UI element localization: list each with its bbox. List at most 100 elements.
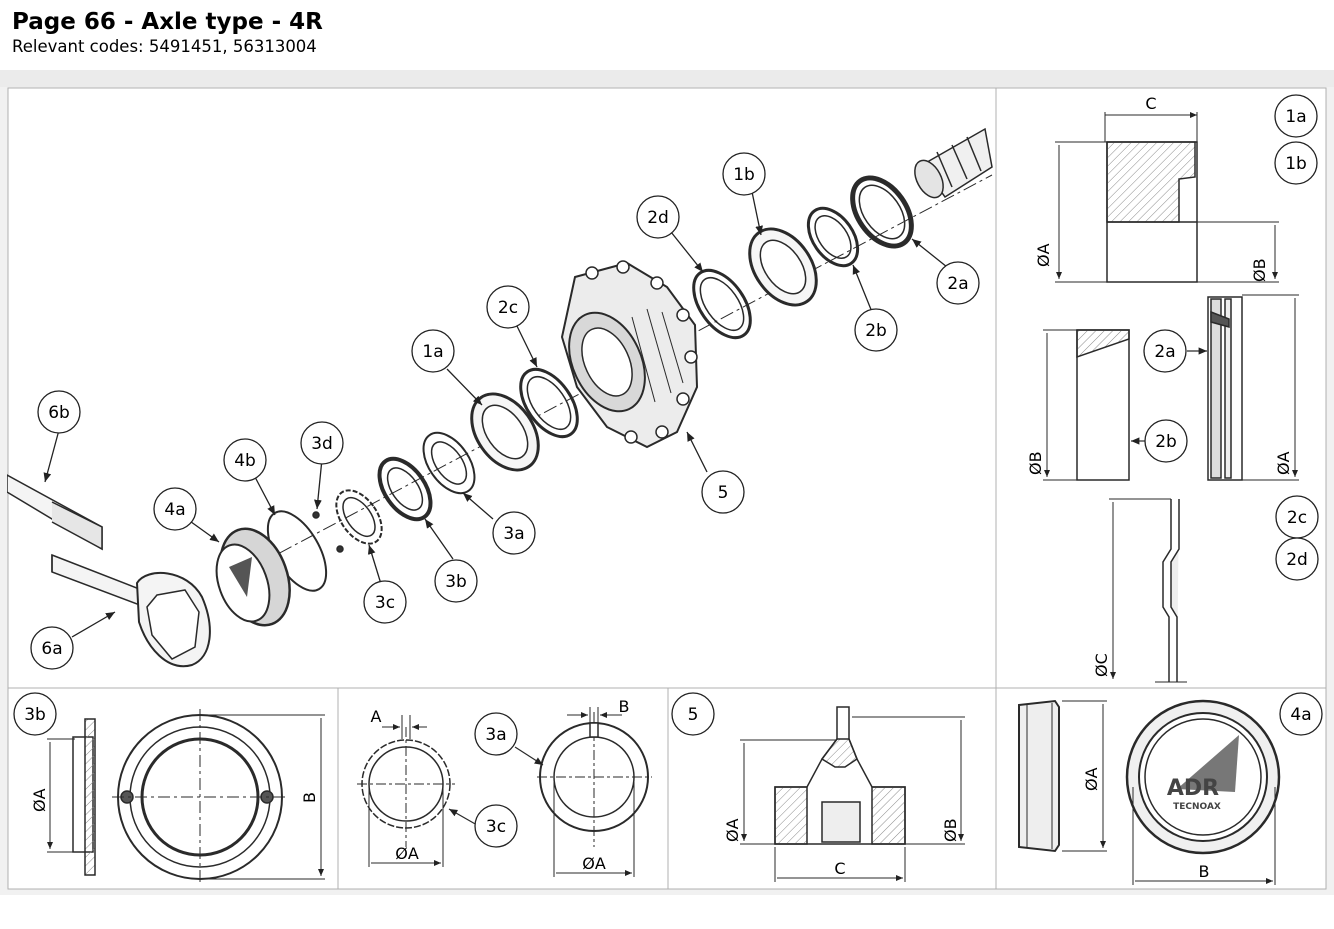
detail-nut-3b xyxy=(47,709,325,885)
detail-ring-2c-2d xyxy=(1109,498,1187,683)
svg-text:2d: 2d xyxy=(647,208,669,228)
assembly-axis xyxy=(256,174,993,566)
callout-4a: 4a xyxy=(153,487,197,531)
callout-2d: 2d xyxy=(636,195,680,239)
svg-text:3d: 3d xyxy=(311,434,333,454)
callouts: 1b 2d 2a 2b 2c 1a 5 3a 3b 3c 3d 4b 4a 6b… xyxy=(30,152,980,670)
callout-3b-detail: 3b xyxy=(13,692,57,736)
part-1a-bearing xyxy=(470,392,540,472)
dim-oa-3a: ØA xyxy=(582,854,606,873)
svg-text:2c: 2c xyxy=(498,298,518,318)
svg-text:2a: 2a xyxy=(1154,342,1175,362)
svg-text:1a: 1a xyxy=(1285,107,1306,127)
part-3d-screw xyxy=(312,511,320,519)
callout-3a: 3a xyxy=(492,511,536,555)
separator-band xyxy=(0,70,1334,87)
callout-2a-detail: 2a xyxy=(1143,329,1187,373)
dim-c-5: C xyxy=(834,859,845,878)
callout-6b: 6b xyxy=(37,390,81,434)
svg-text:4a: 4a xyxy=(164,500,185,520)
part-4a-hubcap xyxy=(215,527,291,627)
part-2b-ring xyxy=(806,206,860,268)
svg-text:2d: 2d xyxy=(1286,550,1308,570)
svg-text:5: 5 xyxy=(688,705,699,725)
svg-text:3c: 3c xyxy=(375,593,395,613)
axle-diagram: 1b 2d 2a 2b 2c 1a 5 3a 3b 3c 3d 4b 4a 6b… xyxy=(7,87,1327,890)
callout-3a-detail: 3a xyxy=(474,712,518,756)
dim-ob-ring: ØB xyxy=(1026,451,1045,475)
callout-1a-detail: 1a xyxy=(1274,94,1318,138)
dim-b-3b: B xyxy=(300,792,319,803)
logo-tecnoax: TECNOAX xyxy=(1173,802,1221,812)
svg-text:2b: 2b xyxy=(1155,432,1177,452)
callout-2c-detail: 2c xyxy=(1275,495,1319,539)
detail-ring-2b xyxy=(1043,329,1147,481)
detail-washers-3a-3c xyxy=(357,707,652,877)
callout-2b-detail: 2b xyxy=(1144,419,1188,463)
dim-b-3a: B xyxy=(619,697,630,716)
detail-hubcap-4a xyxy=(1018,699,1281,885)
callout-3c-detail: 3c xyxy=(474,804,518,848)
svg-text:4a: 4a xyxy=(1290,705,1311,725)
dim-c-bearing: C xyxy=(1145,94,1156,113)
svg-text:4b: 4b xyxy=(234,451,256,471)
svg-text:3b: 3b xyxy=(24,705,46,725)
dim-b-4a: B xyxy=(1199,862,1210,881)
page-header: Page 66 - Axle type - 4R Relevant codes:… xyxy=(12,8,323,58)
part-1b-bearing xyxy=(748,227,818,307)
callout-6a: 6a xyxy=(30,626,74,670)
logo-adr: ADR xyxy=(1167,776,1219,801)
dim-ob-bearing: ØB xyxy=(1250,258,1269,282)
leader-lines xyxy=(43,186,948,638)
part-2c-ring xyxy=(519,367,579,439)
dim-oa-5: ØA xyxy=(723,818,742,842)
svg-text:1b: 1b xyxy=(1285,154,1307,174)
callout-1b-detail: 1b xyxy=(1274,141,1318,185)
exploded-view xyxy=(7,127,993,668)
callout-3c: 3c xyxy=(363,580,407,624)
dim-oa-4a: ØA xyxy=(1082,767,1101,791)
panel-3b xyxy=(7,687,339,890)
callout-3d: 3d xyxy=(300,421,344,465)
detail-bearing-1a-1b xyxy=(1055,112,1279,283)
callout-2b: 2b xyxy=(854,308,898,352)
callout-1b: 1b xyxy=(722,152,766,196)
part-5-hub xyxy=(560,260,699,449)
svg-text:6b: 6b xyxy=(48,403,70,423)
callout-2c: 2c xyxy=(486,285,530,329)
detail-seal-2a xyxy=(1187,294,1299,481)
callout-4a-detail: 4a xyxy=(1279,692,1323,736)
svg-text:5: 5 xyxy=(718,483,729,503)
svg-text:2c: 2c xyxy=(1287,508,1307,528)
svg-text:1a: 1a xyxy=(422,342,443,362)
callout-3b: 3b xyxy=(434,559,478,603)
dim-oa-3c: ØA xyxy=(395,844,419,863)
svg-text:3a: 3a xyxy=(503,524,524,544)
callout-5: 5 xyxy=(701,470,745,514)
part-2a-seal xyxy=(850,175,914,249)
svg-text:3b: 3b xyxy=(445,572,467,592)
page-title: Page 66 - Axle type - 4R xyxy=(12,9,323,35)
svg-text:2b: 2b xyxy=(865,321,887,341)
dim-oa-seal: ØA xyxy=(1274,451,1293,475)
part-2d-ring xyxy=(692,268,752,340)
svg-text:3a: 3a xyxy=(485,725,506,745)
dim-b-3c: A xyxy=(371,707,382,726)
svg-text:3c: 3c xyxy=(486,817,506,837)
callout-4b: 4b xyxy=(223,438,267,482)
svg-text:2a: 2a xyxy=(947,274,968,294)
callout-1a: 1a xyxy=(411,329,455,373)
part-6b-bar xyxy=(7,474,103,551)
callout-2a: 2a xyxy=(936,261,980,305)
relevant-codes: Relevant codes: 5491451, 56313004 xyxy=(12,37,317,56)
svg-text:1b: 1b xyxy=(733,165,755,185)
callout-2d-detail: 2d xyxy=(1275,537,1319,581)
part-3c-lockwasher xyxy=(335,489,383,545)
callout-5-detail: 5 xyxy=(671,692,715,736)
svg-text:6a: 6a xyxy=(41,639,62,659)
axle-shaft-end xyxy=(914,127,993,199)
part-3b-nut xyxy=(377,456,433,522)
detail-hub-5 xyxy=(740,706,965,882)
part-3d-screw-2 xyxy=(336,545,344,553)
part-6a-wrench xyxy=(51,553,211,668)
